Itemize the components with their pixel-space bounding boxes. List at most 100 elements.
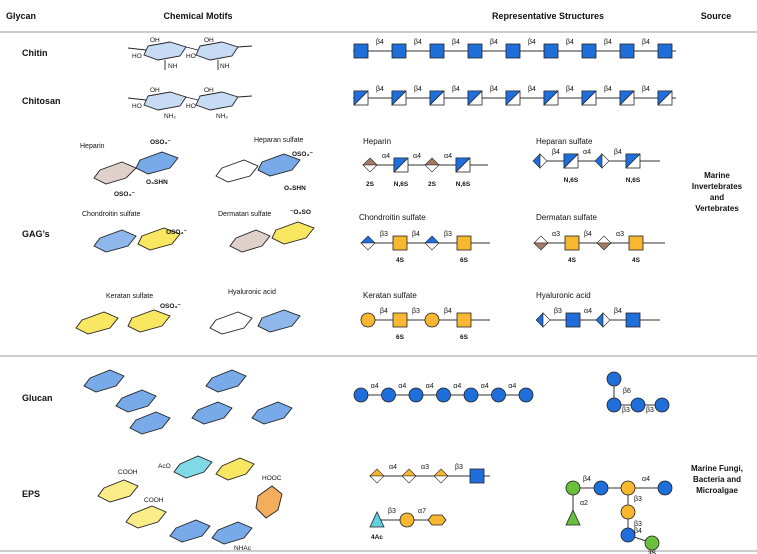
dermatan-o3so: ⁻O₃SO — [290, 209, 311, 216]
dermatan-ring-idoa — [229, 229, 271, 253]
half-square-divider — [619, 90, 635, 106]
hyaluronic-ring-glca — [209, 311, 253, 335]
motif-label-dermatan-sulfate: Dermatan sulfate — [218, 211, 271, 218]
chemical-motifs — [75, 41, 315, 545]
diamond-bottom — [596, 242, 612, 251]
mod-label: 3S — [648, 550, 657, 554]
chitin-ring-1 — [143, 41, 187, 61]
square-symbol — [469, 468, 485, 484]
linkage-label: β4 — [614, 308, 622, 315]
linkage-label: α4 — [583, 149, 591, 156]
eps-ring-2 — [125, 505, 167, 529]
chitosan-nh2-2: NH₂ — [216, 113, 228, 120]
source-microbial-line2: Bacteria and — [693, 475, 741, 484]
square-symbol — [657, 43, 673, 59]
chitosan-ho-1: HO — [132, 103, 142, 110]
glucan-ring-6 — [251, 401, 293, 425]
chondroitin-ring-glca — [93, 229, 137, 253]
diamond-top — [596, 235, 612, 244]
structure-label-dermatan-sulfate: Dermatan sulfate — [536, 213, 597, 222]
circle-symbol — [399, 512, 415, 528]
row-label-glucan: Glucan — [22, 393, 53, 403]
linkage-label: α4 — [584, 308, 592, 315]
mod-label: 4S — [568, 257, 577, 264]
header-chemical-motifs: Chemical Motifs — [163, 11, 232, 21]
linkage-label: β4 — [414, 86, 422, 93]
keratan-ring-glcnac — [127, 309, 171, 333]
square-symbol — [505, 43, 521, 59]
chitosan-oh-1: OH — [150, 87, 160, 94]
square-symbol — [467, 43, 483, 59]
source-animal-line1: Marine — [704, 171, 730, 180]
structure-label-heparan-sulfate: Heparan sulfate — [536, 137, 593, 146]
square-symbol — [392, 312, 408, 328]
square-symbol — [392, 235, 408, 251]
eps-cooh-1: COOH — [118, 469, 138, 476]
heparin-o3shn: O₃SHN — [146, 179, 168, 186]
circle-symbol — [360, 312, 376, 328]
circle-symbol — [620, 480, 636, 496]
linkage-label: α4 — [398, 383, 406, 390]
chitin-ho-1: HO — [132, 53, 142, 60]
source-animal-line2: Invertebrates — [692, 182, 743, 191]
linkage-label: β4 — [452, 86, 460, 93]
linkage-label: α2 — [580, 500, 588, 507]
chitosan-nh2-1: NH₂ — [164, 113, 176, 120]
half-square-divider — [391, 90, 407, 106]
triangle-symbol — [369, 511, 385, 528]
diamond-bottom — [362, 164, 378, 173]
diamond-left — [532, 153, 541, 169]
linkage-label: β4 — [604, 86, 612, 93]
circle-symbol — [353, 387, 369, 403]
glucan-ring-2 — [115, 389, 157, 413]
eps-ring-1 — [97, 479, 139, 503]
linkage-label: β4 — [444, 308, 452, 315]
mod-label: 4S — [632, 257, 641, 264]
linkage-label: α4 — [426, 383, 434, 390]
linkage-label: β4 — [528, 39, 536, 46]
circle-symbol — [620, 527, 636, 543]
chitin-ho-2: HO — [186, 53, 196, 60]
linkage-label: β4 — [490, 86, 498, 93]
linkage-label: β4 — [414, 39, 422, 46]
square-symbol — [628, 235, 644, 251]
diamond-right — [601, 153, 610, 169]
circle-symbol — [606, 397, 622, 413]
linkage-label: β4 — [528, 86, 536, 93]
linkage-label: β4 — [614, 149, 622, 156]
chitin-ring-2 — [195, 41, 239, 61]
source-animal-line3: and — [710, 193, 724, 202]
chondroitin-oso3: OSO₃⁻ — [166, 229, 187, 236]
linkage-label: β4 — [376, 86, 384, 93]
diamond-left — [595, 312, 604, 328]
linkage-label: β3 — [388, 508, 396, 515]
half-square-divider — [563, 153, 579, 169]
circle-symbol — [436, 387, 451, 403]
diamond-bottom — [533, 242, 549, 251]
linkage-label: β6 — [623, 388, 631, 395]
linkage-label: β3 — [455, 464, 463, 471]
header-representative-structures: Representative Structures — [492, 11, 604, 21]
linkage-label: α3 — [616, 231, 624, 238]
linkage-label: β4 — [552, 149, 560, 156]
mod-label: N,6S — [456, 181, 471, 188]
linkage-label: β3 — [380, 231, 388, 238]
diamond-bottom — [369, 475, 385, 484]
chitin-nh-1: NH — [168, 63, 178, 70]
circle-symbol — [565, 480, 581, 496]
chondroitin-ring-galnac — [137, 227, 181, 251]
circle-symbol — [424, 312, 440, 328]
mod-label: 6S — [460, 257, 469, 264]
linkage-label: β4 — [566, 39, 574, 46]
chitosan-ring-1 — [143, 91, 187, 111]
header-source: Source — [701, 11, 732, 21]
chitosan-ring-2 — [195, 91, 239, 111]
eps-ring-orange — [255, 485, 283, 519]
diamond-top — [401, 468, 417, 477]
header-glycan: Glycan — [6, 11, 36, 21]
dermatan-ring-galnac — [271, 221, 315, 245]
diamond-top — [424, 157, 440, 166]
eps-ring-yellow — [215, 457, 255, 481]
diamond-left — [535, 312, 544, 328]
source-microbial-line1: Marine Fungi, — [691, 464, 743, 473]
